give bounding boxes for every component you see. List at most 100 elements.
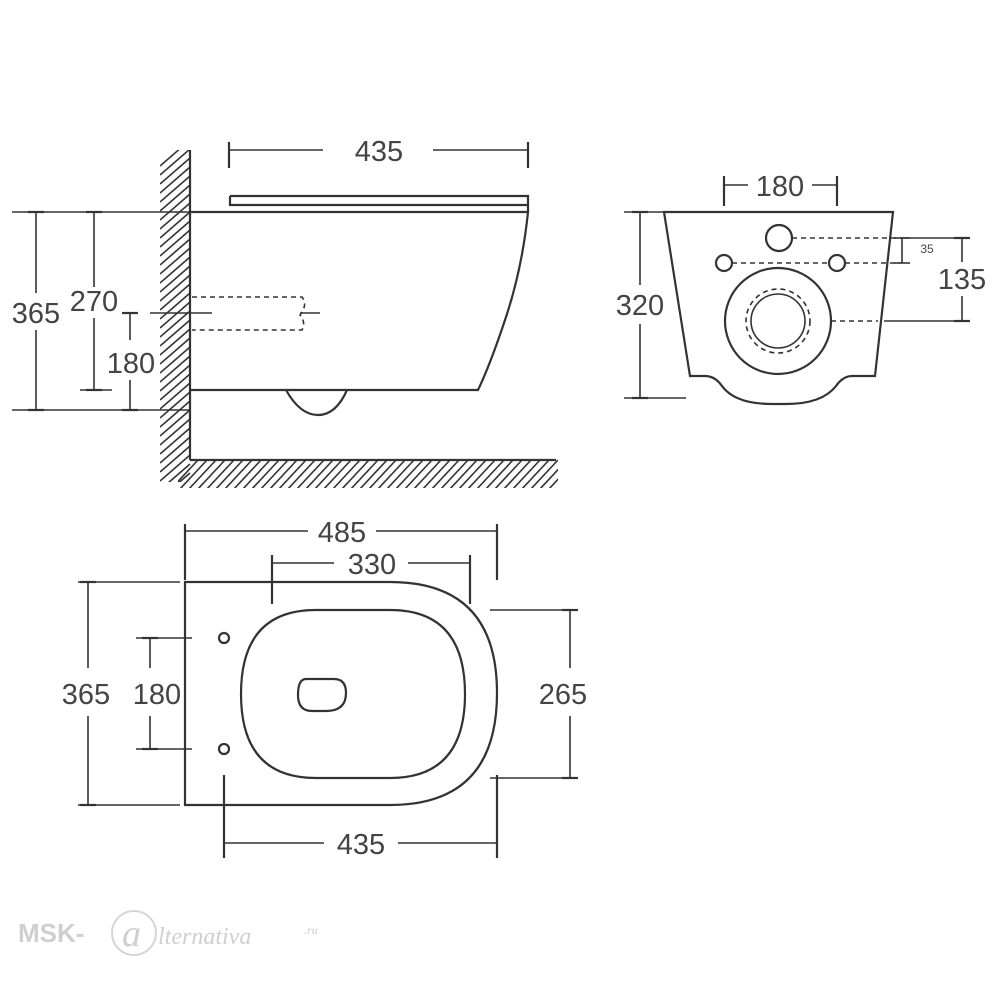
wall-hatch-line [178, 472, 191, 482]
floor-hatch-line [260, 459, 289, 488]
fixing-hole-bottom [217, 742, 231, 756]
floor-hatch-line [395, 459, 424, 488]
wall-hatch-line [160, 202, 191, 230]
wall-hatch-line [160, 283, 191, 311]
dim-135: 135 [884, 236, 986, 323]
dim-485: 485 [183, 517, 499, 580]
outlet-ring [723, 266, 833, 376]
floor-hatch-line [431, 459, 460, 488]
internal-pipe [192, 296, 306, 331]
wall-hatch-line [160, 328, 191, 356]
floor-hatch-line [323, 459, 352, 488]
wall-hatch-line [160, 346, 191, 374]
floor-hatch-line [332, 459, 361, 488]
wall-hatch-line [160, 319, 191, 347]
wall-hatch-line [160, 150, 180, 167]
wall-hatch-line [160, 445, 191, 473]
floor-hatch-line [368, 459, 397, 488]
floor-hatch-line [233, 459, 262, 488]
dim-365-side-label: 365 [12, 298, 60, 330]
inlet-hole [764, 223, 794, 253]
floor-hatch-line [530, 459, 558, 488]
wall-hatch-line [188, 481, 190, 482]
dim-265: 265 [490, 608, 587, 780]
wall-hatch-line [160, 310, 191, 338]
wall-hatch-line [160, 166, 191, 194]
floor-hatch-line [269, 459, 298, 488]
dim-435-top-label: 435 [355, 136, 403, 168]
dim-435-top: 435 [227, 136, 530, 168]
dim-180-back: 180 [722, 171, 839, 206]
floor-hatch-line [287, 459, 316, 488]
floor-hatch-line [296, 459, 325, 488]
wall-hatch-line [160, 265, 191, 293]
floor-hatch-line [422, 459, 451, 488]
wall-hatch-line [160, 238, 191, 266]
dim-180-top: 180 [133, 636, 192, 751]
floor-hatch-line [251, 459, 280, 488]
toilet-outline-top [183, 580, 499, 807]
floor-hatch-line [557, 487, 558, 488]
wall-hatch-line [160, 391, 191, 419]
wall-hatch-line [160, 436, 191, 464]
wall-hatch-line [160, 409, 191, 437]
dim-330-label: 330 [348, 549, 396, 581]
wall-hatch [160, 150, 192, 517]
toilet-body-side [190, 210, 530, 392]
wall-hatch-line [160, 355, 191, 383]
dim-365-side: 365 [12, 210, 190, 412]
floor-hatch-line [386, 459, 415, 488]
floor-hatch-line [548, 478, 558, 488]
dim-35-label: 35 [920, 242, 934, 256]
floor-hatch-line [539, 468, 558, 488]
floor-hatch-line [512, 459, 541, 488]
watermark-logo: MSK- a lternativa .ru [18, 910, 318, 956]
wall-hatch-line [160, 256, 191, 284]
watermark-letter: a [122, 913, 141, 955]
floor-hatch-line [188, 459, 217, 488]
wall-hatch-line [160, 301, 191, 329]
wall-hatch-line [160, 193, 191, 221]
floor-hatch-line [350, 459, 379, 488]
seat-lid [228, 194, 530, 212]
dim-180-side: 180 [107, 311, 155, 412]
dim-270: 270 [70, 210, 118, 392]
fixing-hole-left [714, 253, 734, 273]
drain-opening [296, 677, 348, 713]
dim-35: 35 [894, 237, 934, 264]
floor-hatch-line [206, 459, 235, 488]
wall-hatch-line [160, 427, 191, 455]
side-view: 435 365 270 180 [12, 136, 558, 517]
wall-hatch-line [160, 337, 191, 365]
dim-435-bottom: 435 [222, 775, 499, 861]
floor-hatch-line [178, 459, 199, 483]
wall-hatch-line [160, 373, 191, 401]
floor-hatch-line [467, 459, 496, 488]
wall-hatch-line [160, 211, 191, 239]
floor-hatch-line [224, 459, 253, 488]
floor-hatch-line [503, 459, 532, 488]
floor-hatch-line [413, 459, 442, 488]
wall-hatch-line [160, 229, 191, 257]
watermark-suffix: .ru [304, 923, 318, 937]
outlet-dashed [745, 288, 811, 354]
wall-hatch-line [160, 491, 190, 517]
dim-320-label: 320 [616, 290, 664, 322]
floor-hatch-line [494, 459, 523, 488]
floor-hatch-line [440, 459, 469, 488]
wall-hatch-line [160, 247, 191, 275]
floor-hatch-line [215, 459, 244, 488]
fixing-hole-top [217, 631, 231, 645]
wall-hatch-line [160, 184, 191, 212]
dim-180-top-label: 180 [133, 679, 181, 711]
floor-hatch-line [377, 459, 406, 488]
wall-hatch-line [160, 400, 191, 428]
dim-435-bottom-label: 435 [337, 829, 385, 861]
bowl-rim [239, 608, 467, 780]
floor-hatch-line [314, 459, 343, 488]
floor-hatch-line [242, 459, 271, 488]
back-view: 180 320 35 135 [616, 171, 986, 406]
dim-320: 320 [616, 210, 686, 400]
wall-hatch-line [160, 382, 191, 410]
